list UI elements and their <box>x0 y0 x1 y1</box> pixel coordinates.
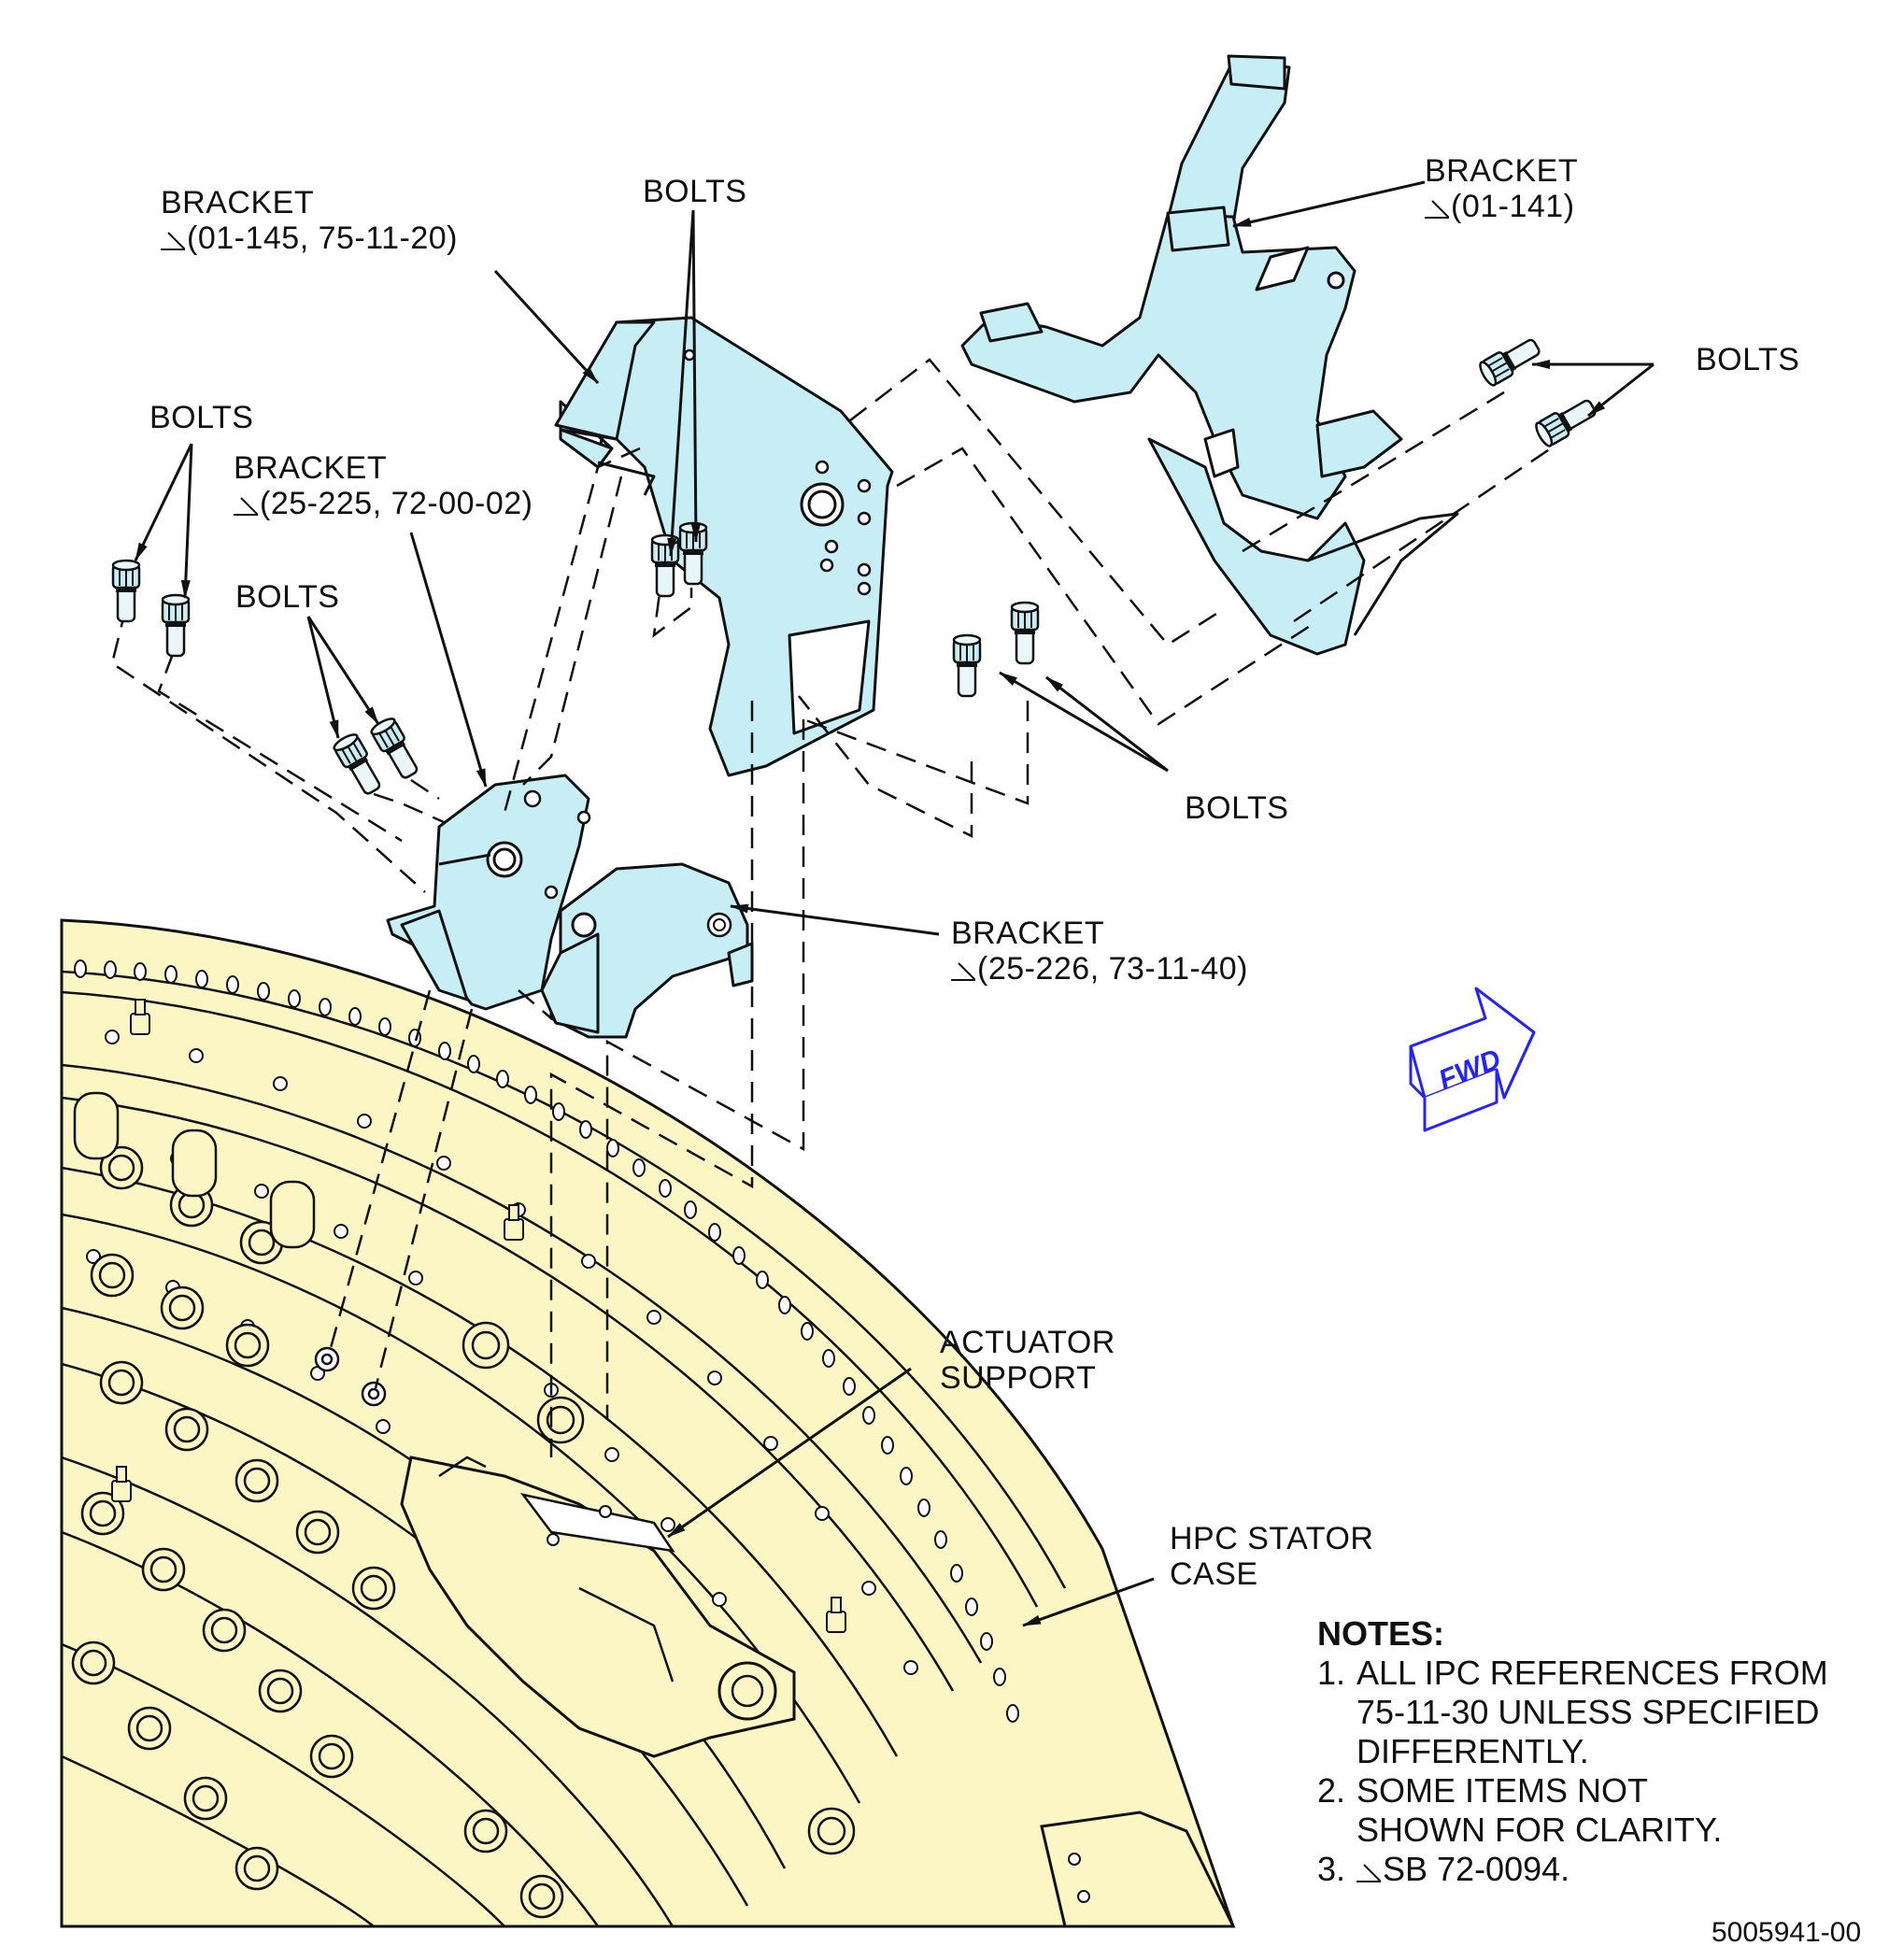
note-2-number: 2. <box>1317 1771 1346 1810</box>
bolts-label-left-text: BOLTS <box>235 579 340 615</box>
document-number: 5005941-00 <box>1711 1917 1862 1948</box>
bracket-label-25-226-title: BRACKET <box>951 916 1105 951</box>
hpc-stator-case <box>60 918 1236 1928</box>
bracket-label-01-145-title: BRACKET <box>161 185 315 220</box>
actuator-support-label-line-2: SUPPORT <box>940 1360 1097 1396</box>
hpc-stator-case-label-line-2: CASE <box>1170 1556 1258 1592</box>
bolt-9 <box>1476 333 1544 389</box>
notes-block: NOTES: 1. ALL IPC REFERENCES FROM 75-11-… <box>1317 1614 1828 1889</box>
note-1-line-1: ALL IPC REFERENCES FROM <box>1356 1654 1828 1692</box>
bracket-01-145 <box>554 316 894 777</box>
leader-lines <box>134 180 1655 1627</box>
bracket-label-01-141-ref: (01-141) <box>1451 189 1575 224</box>
actuator-support <box>400 1456 796 1758</box>
note-1-line-2: 75-11-30 UNLESS SPECIFIED <box>1356 1693 1820 1731</box>
bracket-01-141 <box>960 54 1459 656</box>
bolts-label-top: BOLTS <box>643 174 746 209</box>
bolt-5 <box>650 533 680 598</box>
note-3-triangle-icon <box>951 962 975 981</box>
note-1-line-3: DIFFERENTLY. <box>1356 1732 1589 1770</box>
bolt-6 <box>678 521 708 586</box>
bolt-8 <box>1010 601 1040 665</box>
note-2: 2. SOME ITEMS NOT SHOWN FOR CLARITY. <box>1317 1771 1828 1850</box>
hpc-stator-case-label-line-1: HPC STATOR <box>1170 1521 1374 1556</box>
note-3: 3. SB 72-0094. <box>1317 1850 1828 1889</box>
bolt-10 <box>1532 393 1600 449</box>
bolts-label-top-text: BOLTS <box>643 174 747 209</box>
bracket-label-01-141: BRACKET (01-141) <box>1425 153 1578 224</box>
note-3-number: 3. <box>1317 1850 1346 1888</box>
actuator-support-label: ACTUATOR SUPPORT <box>940 1325 1115 1396</box>
bolt-7 <box>952 633 982 698</box>
bracket-label-25-226: BRACKET (25-226, 73-11-40) <box>951 916 1248 987</box>
hpc-stator-case-label: HPC STATOR CASE <box>1170 1521 1373 1592</box>
note-3-triangle-icon <box>161 232 185 250</box>
assembly-dashed-lines <box>110 358 1552 1457</box>
note-3-triangle-icon <box>1425 200 1449 219</box>
bolts-label-far-left-text: BOLTS <box>149 400 254 435</box>
note-1-number: 1. <box>1317 1654 1346 1692</box>
bolts-label-right-top-text: BOLTS <box>1696 342 1800 377</box>
bracket-25-225 <box>386 774 591 1011</box>
bolt-2 <box>161 593 191 658</box>
note-1: 1. ALL IPC REFERENCES FROM 75-11-30 UNLE… <box>1317 1654 1828 1771</box>
bolts-label-right-mid-text: BOLTS <box>1185 790 1289 826</box>
bracket-label-01-145-ref: (01-145, 75-11-20) <box>187 220 458 256</box>
note-3-triangle-icon <box>1356 1864 1381 1882</box>
note-3-triangle-icon <box>234 497 258 516</box>
actuator-support-label-line-1: ACTUATOR <box>940 1325 1115 1360</box>
note-3-line-1: SB 72-0094. <box>1383 1850 1570 1888</box>
notes-heading: NOTES: <box>1317 1614 1445 1653</box>
bolts-label-right-top: BOLTS <box>1696 342 1799 377</box>
bolts-label-right-mid: BOLTS <box>1185 790 1288 826</box>
bracket-label-25-225-ref: (25-225, 72-00-02) <box>260 486 533 521</box>
note-2-line-1: SOME ITEMS NOT <box>1356 1771 1649 1810</box>
bracket-label-25-225: BRACKET (25-225, 72-00-02) <box>234 450 533 521</box>
note-2-line-2: SHOWN FOR CLARITY. <box>1356 1811 1723 1849</box>
bolt-1 <box>111 559 141 623</box>
bracket-label-01-145: BRACKET (01-145, 75-11-20) <box>161 185 458 256</box>
bracket-label-01-141-title: BRACKET <box>1425 153 1579 189</box>
bracket-label-25-226-ref: (25-226, 73-11-40) <box>977 951 1248 987</box>
bracket-label-25-225-title: BRACKET <box>234 450 388 486</box>
bracket-25-226 <box>540 862 754 1039</box>
bolt-4 <box>368 715 424 783</box>
bolts-label-far-left: BOLTS <box>149 400 253 435</box>
fwd-direction-arrow: FWD <box>1409 987 1536 1132</box>
bolts-label-left: BOLTS <box>235 579 339 615</box>
